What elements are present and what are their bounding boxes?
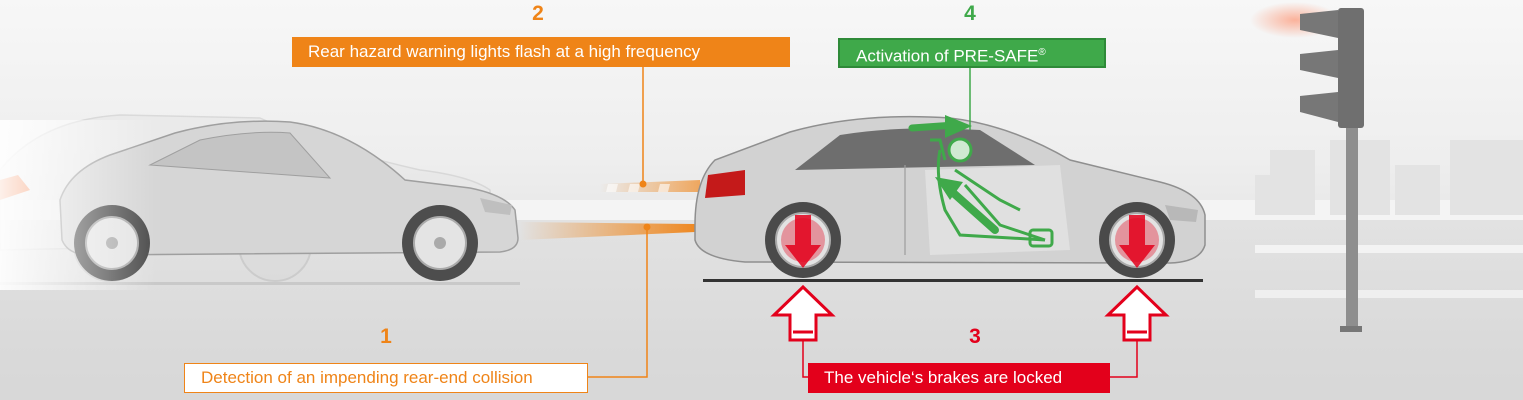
step-2-number: 2 xyxy=(532,2,544,25)
traffic-light-icon xyxy=(1250,2,1364,332)
step-3-number: 3 xyxy=(969,325,981,348)
step-4-number: 4 xyxy=(964,2,976,25)
braking-car-icon xyxy=(694,115,1206,282)
step-1-number: 1 xyxy=(380,325,392,348)
step-2-text: Rear hazard warning lights flash at a hi… xyxy=(308,42,701,61)
approaching-car-icon xyxy=(0,120,520,290)
step-3-label: The vehicle‘s brakes are locked xyxy=(808,363,1110,393)
radar-beam xyxy=(520,180,700,240)
step-4-label: Activation of PRE-SAFE® xyxy=(838,38,1106,68)
step-3-text: The vehicle‘s brakes are locked xyxy=(824,368,1063,387)
registered-mark: ® xyxy=(1038,47,1046,58)
skyline-icon xyxy=(1255,140,1523,215)
step-1-label: Detection of an impending rear-end colli… xyxy=(184,363,588,393)
step-4-text: Activation of PRE-SAFE xyxy=(856,46,1039,66)
step-1-text: Detection of an impending rear-end colli… xyxy=(201,368,533,387)
occupant-seat-icon xyxy=(908,115,1054,248)
step-2-label: Rear hazard warning lights flash at a hi… xyxy=(292,37,790,67)
